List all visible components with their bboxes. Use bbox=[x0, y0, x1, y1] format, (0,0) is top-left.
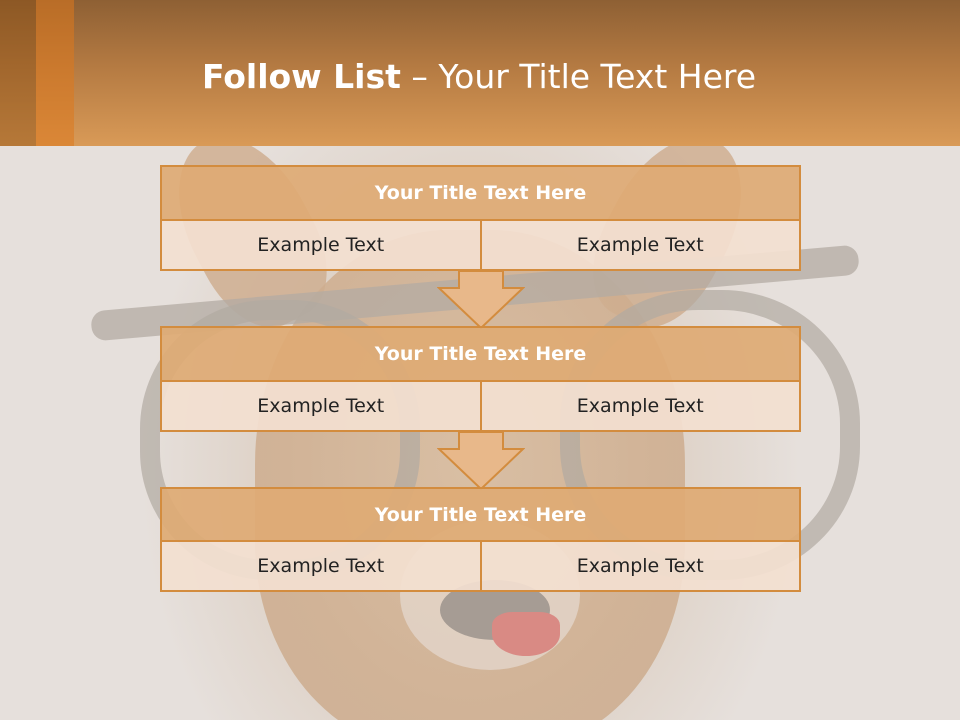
flow-block-heading: Your Title Text Here bbox=[160, 165, 801, 221]
flow-block-row: Example Text Example Text bbox=[160, 382, 801, 432]
header-band bbox=[0, 0, 960, 146]
flow-cell-right: Example Text bbox=[479, 542, 801, 592]
flow-cell-left: Example Text bbox=[160, 382, 482, 432]
flow-cell-right: Example Text bbox=[479, 382, 801, 432]
down-arrow-icon bbox=[437, 270, 525, 330]
dog-tongue bbox=[492, 612, 560, 656]
flow-block-1: Your Title Text Here Example Text Exampl… bbox=[160, 165, 801, 271]
flow-block-heading: Your Title Text Here bbox=[160, 326, 801, 382]
slide-title: Follow List – Your Title Text Here bbox=[202, 52, 756, 102]
flow-block-row: Example Text Example Text bbox=[160, 542, 801, 592]
flow-block-row: Example Text Example Text bbox=[160, 221, 801, 271]
slide-title-bold: Follow List bbox=[202, 57, 401, 96]
flow-block-heading: Your Title Text Here bbox=[160, 487, 801, 542]
flow-block-2: Your Title Text Here Example Text Exampl… bbox=[160, 326, 801, 432]
flow-cell-right: Example Text bbox=[479, 221, 801, 271]
flow-cell-left: Example Text bbox=[160, 221, 482, 271]
down-arrow-icon bbox=[437, 431, 525, 491]
slide-title-rest: – Your Title Text Here bbox=[400, 57, 757, 96]
flow-block-3: Your Title Text Here Example Text Exampl… bbox=[160, 487, 801, 592]
header-accent-dark bbox=[0, 0, 36, 146]
header-accent-light bbox=[36, 0, 74, 146]
flow-cell-left: Example Text bbox=[160, 542, 482, 592]
